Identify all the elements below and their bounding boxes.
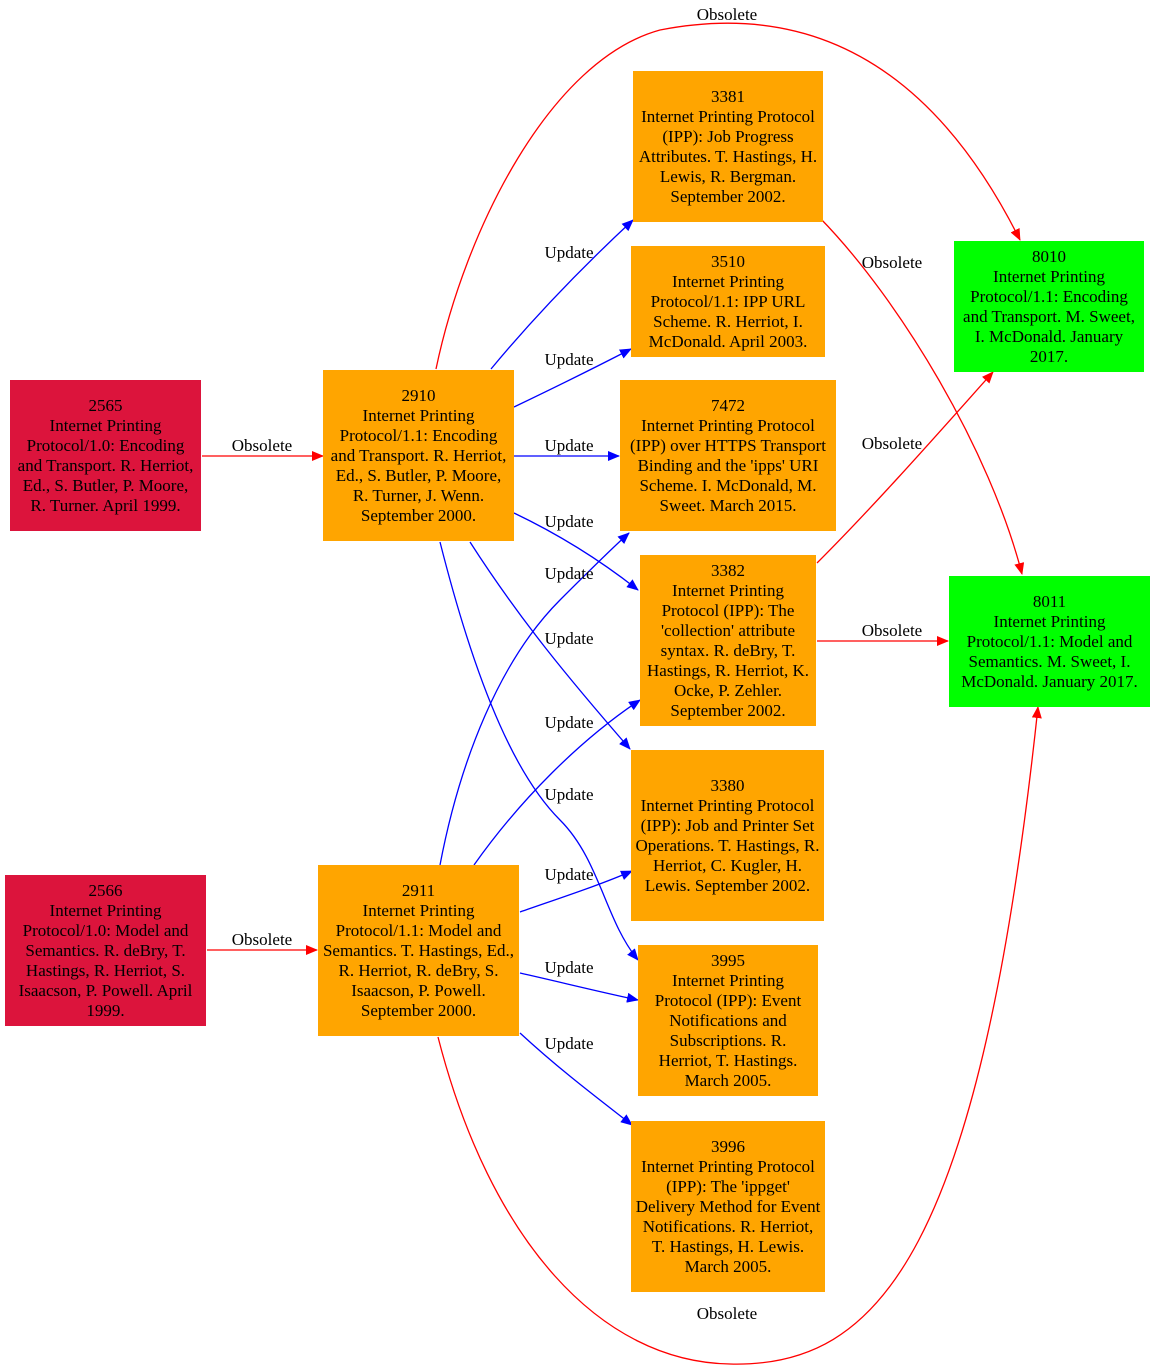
rfc-description: Internet Printing Protocol/1.1: Model an… [961, 611, 1138, 691]
edge-2910-3995 [439, 541, 639, 961]
rfc-description: Internet Printing Protocol/1.1: Encoding… [330, 405, 507, 525]
edge-label-update: Update [544, 713, 593, 732]
rfc-node-2911: 2911 Internet Printing Protocol/1.1: Mod… [318, 865, 519, 1036]
edge-label-update: Update [544, 958, 593, 977]
edge-2910-8010 [435, 22, 1021, 370]
edge-label-update: Update [544, 865, 593, 884]
rfc-number: 3380 [710, 775, 745, 795]
rfc-number: 7472 [711, 395, 745, 415]
rfc-number: 3510 [711, 251, 745, 271]
rfc-node-3380: 3380 Internet Printing Protocol (IPP): J… [631, 750, 824, 921]
rfc-description: Internet Printing Protocol (IPP): Job an… [635, 795, 820, 895]
edge-2910-3382 [513, 512, 639, 591]
rfc-description: Internet Printing Protocol/1.1: Encoding… [963, 266, 1135, 366]
rfc-number: 8010 [1032, 246, 1066, 266]
rfc-node-3510: 3510 Internet Printing Protocol/1.1: IPP… [631, 246, 825, 357]
rfc-description: Internet Printing Protocol/1.0: Encoding… [17, 415, 194, 515]
rfc-node-8011: 8011 Internet Printing Protocol/1.1: Mod… [949, 576, 1150, 707]
rfc-description: Internet Printing Protocol (IPP) over HT… [630, 415, 826, 515]
edge-2911-3382 [473, 699, 641, 866]
edge-2910-3510 [513, 348, 632, 408]
edge-label-update: Update [544, 243, 593, 262]
rfc-number: 3995 [711, 950, 745, 970]
rfc-number: 3381 [711, 86, 745, 106]
rfc-node-7472: 7472 Internet Printing Protocol (IPP) ov… [620, 380, 836, 531]
edge-label-obsolete: Obsolete [232, 436, 292, 455]
rfc-node-2910: 2910 Internet Printing Protocol/1.1: Enc… [323, 370, 514, 541]
edge-label-update: Update [544, 785, 593, 804]
edge-2911-3996 [519, 1032, 633, 1126]
rfc-node-2566: 2566 Internet Printing Protocol/1.0: Mod… [5, 875, 206, 1026]
edge-3381-8011 [819, 217, 1025, 575]
edge-label-obsolete: Obsolete [232, 930, 292, 949]
edge-label-update: Update [544, 629, 593, 648]
rfc-node-3381: 3381 Internet Printing Protocol (IPP): J… [633, 71, 823, 222]
rfc-number: 2911 [401, 880, 436, 900]
edge-label-update: Update [544, 436, 593, 455]
edge-label-update: Update [544, 564, 593, 583]
rfc-number: 8011 [1032, 591, 1067, 611]
edge-3382-8010 [816, 371, 994, 564]
rfc-description: Internet Printing Protocol (IPP): Event … [654, 970, 802, 1090]
edge-label-update: Update [544, 1034, 593, 1053]
rfc-node-8010: 8010 Internet Printing Protocol/1.1: Enc… [954, 241, 1144, 372]
rfc-number: 3382 [711, 560, 745, 580]
edge-2910-3381 [490, 219, 634, 370]
edge-2911-3380 [519, 870, 633, 913]
rfc-number: 2566 [88, 880, 123, 900]
rfc-node-3995: 3995 Internet Printing Protocol (IPP): E… [638, 945, 818, 1096]
rfc-number: 2910 [401, 385, 436, 405]
edge-label-update: Update [544, 512, 593, 531]
rfc-description: Internet Printing Protocol (IPP): Job Pr… [638, 106, 818, 206]
edge-label-obsolete: Obsolete [697, 5, 757, 24]
rfc-number: 2565 [88, 395, 123, 415]
edge-label-obsolete: Obsolete [862, 621, 922, 640]
rfc-description: Internet Printing Protocol (IPP): The 'i… [635, 1156, 821, 1276]
rfc-description: Internet Printing Protocol/1.1: IPP URL … [648, 271, 808, 351]
rfc-description: Internet Printing Protocol/1.0: Model an… [18, 900, 193, 1020]
rfc-node-3996: 3996 Internet Printing Protocol (IPP): T… [631, 1121, 825, 1292]
rfc-node-2565: 2565 Internet Printing Protocol/1.0: Enc… [10, 380, 201, 531]
edge-2911-3995 [519, 972, 639, 1003]
edge-label-update: Update [544, 350, 593, 369]
edge-label-obsolete: Obsolete [862, 434, 922, 453]
rfc-description: Internet Printing Protocol/1.1: Model an… [322, 900, 515, 1020]
rfc-node-3382: 3382 Internet Printing Protocol (IPP): T… [640, 555, 816, 726]
edge-2911-8011 [437, 706, 1042, 1365]
edge-label-obsolete: Obsolete [862, 253, 922, 272]
rfc-description: Internet Printing Protocol (IPP): The 'c… [647, 580, 809, 720]
edge-2911-7472 [439, 532, 630, 866]
rfc-number: 3996 [711, 1136, 745, 1156]
edge-label-obsolete: Obsolete [697, 1304, 757, 1323]
